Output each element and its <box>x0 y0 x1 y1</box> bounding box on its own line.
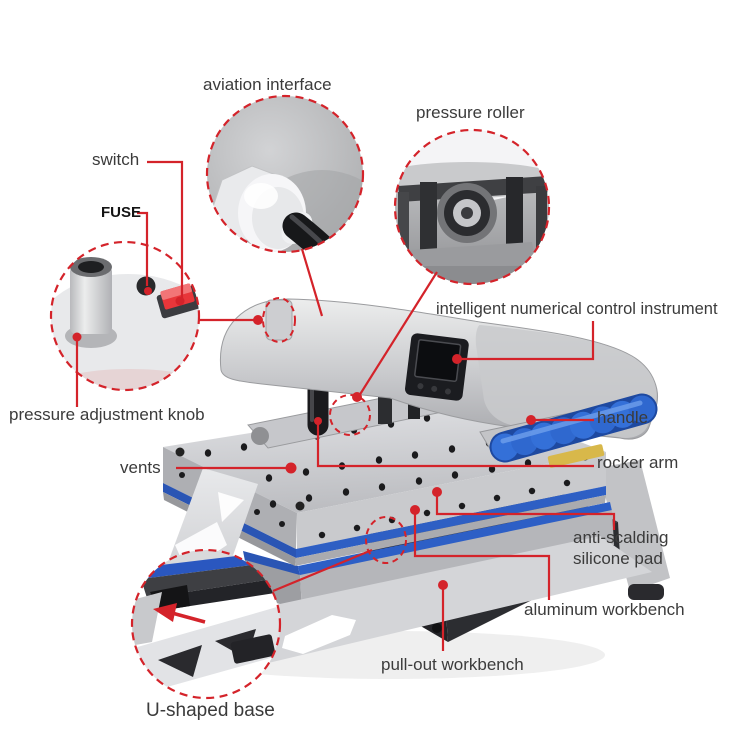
dot-fuse <box>144 287 152 295</box>
dashed-circle-aviation <box>205 94 365 254</box>
heat-platen-part <box>163 398 606 566</box>
detail-fuse-switch <box>49 240 201 392</box>
dot-rocker-arm <box>314 417 322 425</box>
label-pull-out-workbench: pull-out workbench <box>381 655 524 674</box>
label-switch: switch <box>92 150 140 169</box>
callout-lines <box>75 160 616 651</box>
dot-anti-scalding <box>432 487 442 497</box>
callout-line-ubase <box>272 548 373 593</box>
label-vents: vents <box>120 458 161 477</box>
locator-roller <box>329 394 371 436</box>
label-anti-scalding-line2: silicone pad <box>573 549 663 568</box>
callout-line-aviation <box>300 248 324 317</box>
handle-grips <box>491 395 656 461</box>
label-anti-scalding-line1: anti-scalding <box>573 528 669 547</box>
label-aviation-interface: aviation interface <box>203 75 332 94</box>
locator-ubase <box>365 516 407 564</box>
label-pressure-adjustment-knob: pressure adjustment knob <box>9 405 205 424</box>
label-handle: handle <box>597 408 649 427</box>
callout-line-switch <box>147 160 184 298</box>
dot-roller <box>352 392 362 402</box>
dot-pullout <box>438 580 448 590</box>
callout-line-anti-scalding <box>435 494 616 530</box>
label-anti-scalding-silicone-pad: anti-scalding silicone pad <box>573 527 668 569</box>
dot-handle <box>526 415 536 425</box>
control-panel <box>405 333 469 401</box>
detail-arrow-head <box>153 603 177 622</box>
dot-aluminum <box>410 505 420 515</box>
dot-aviation-stub <box>253 315 263 325</box>
base-right-rail <box>598 460 670 600</box>
sticker <box>547 444 605 468</box>
locator-aviation <box>262 297 296 343</box>
detail-u-shaped-base <box>130 548 282 700</box>
dot-knob <box>72 332 82 342</box>
dashed-circle-roller <box>393 128 551 286</box>
label-intelligent-numerical-control-instrument: intelligent numerical control instrument <box>436 300 718 318</box>
detail-pressure-roller <box>393 128 551 286</box>
handle-part <box>479 393 658 468</box>
dashed-circle-ubase <box>130 548 282 700</box>
label-fuse: FUSE <box>101 204 142 221</box>
dot-instrument <box>452 354 462 364</box>
label-u-shaped-base: U-shaped base <box>146 700 275 721</box>
label-rocker-arm: rocker arm <box>597 453 679 472</box>
label-aluminum-workbench: aluminum workbench <box>524 600 685 619</box>
callout-line-instrument <box>460 321 595 361</box>
callout-line-roller <box>358 271 438 397</box>
label-pressure-roller: pressure roller <box>416 103 525 122</box>
aviation-connector-stub <box>265 299 293 341</box>
dashed-circle-fuse <box>49 240 201 392</box>
callout-line-fuse <box>137 211 149 286</box>
cable <box>282 212 363 252</box>
dot-switch <box>175 296 185 306</box>
dot-vents <box>285 462 297 474</box>
knob-body <box>70 266 112 334</box>
detail-arrow-tail <box>171 611 206 624</box>
silicone-pad-edge <box>298 502 612 576</box>
callout-dots <box>72 287 536 590</box>
callout-line-rocker-arm <box>316 423 594 468</box>
detail-aviation-interface <box>205 94 365 254</box>
callout-line-aluminum <box>413 512 551 600</box>
